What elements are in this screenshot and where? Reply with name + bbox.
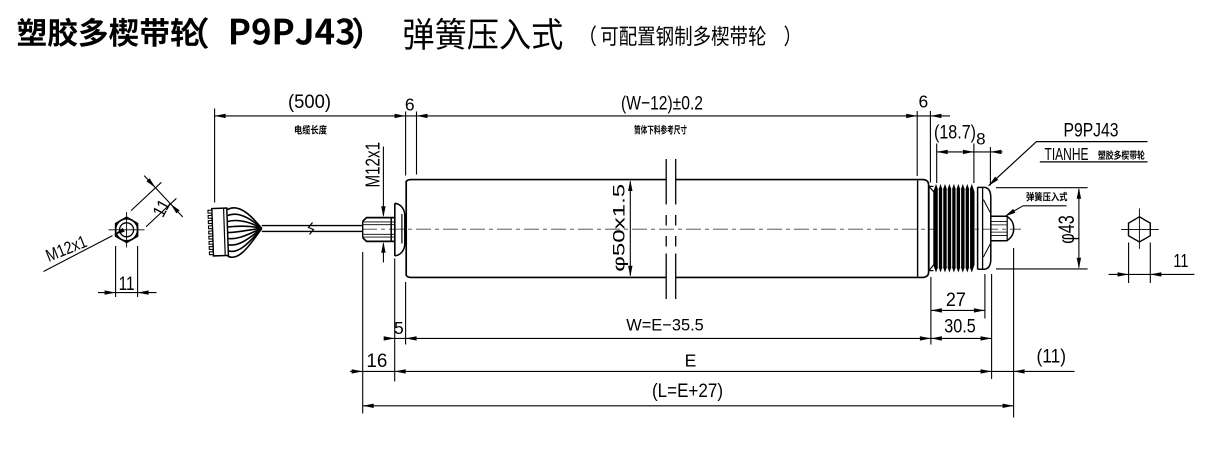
- svg-text:(L=E+27): (L=E+27): [652, 381, 723, 402]
- svg-text:(W−12)±0.2: (W−12)±0.2: [621, 93, 703, 115]
- svg-text:W=E−35.5: W=E−35.5: [626, 315, 704, 334]
- svg-text:5: 5: [394, 318, 404, 338]
- svg-text:11: 11: [119, 274, 135, 295]
- svg-text:16: 16: [366, 350, 387, 372]
- svg-text:6: 6: [405, 95, 415, 115]
- svg-text:8: 8: [976, 130, 985, 149]
- svg-text:E: E: [685, 351, 697, 371]
- svg-text:11: 11: [1173, 250, 1188, 271]
- svg-text:27: 27: [946, 289, 966, 311]
- svg-text:(18.7): (18.7): [934, 123, 976, 144]
- svg-text:TIANHE: TIANHE: [1045, 144, 1089, 164]
- svg-text:(500): (500): [288, 91, 331, 113]
- svg-text:φ43: φ43: [1054, 215, 1079, 244]
- svg-text:P9PJ43: P9PJ43: [1064, 119, 1119, 141]
- svg-text:φ50x1.5: φ50x1.5: [610, 184, 629, 272]
- svg-text:(11): (11): [1037, 347, 1067, 368]
- svg-text:6: 6: [919, 92, 929, 112]
- svg-text:30.5: 30.5: [944, 316, 976, 337]
- svg-text:M12x1: M12x1: [363, 142, 385, 188]
